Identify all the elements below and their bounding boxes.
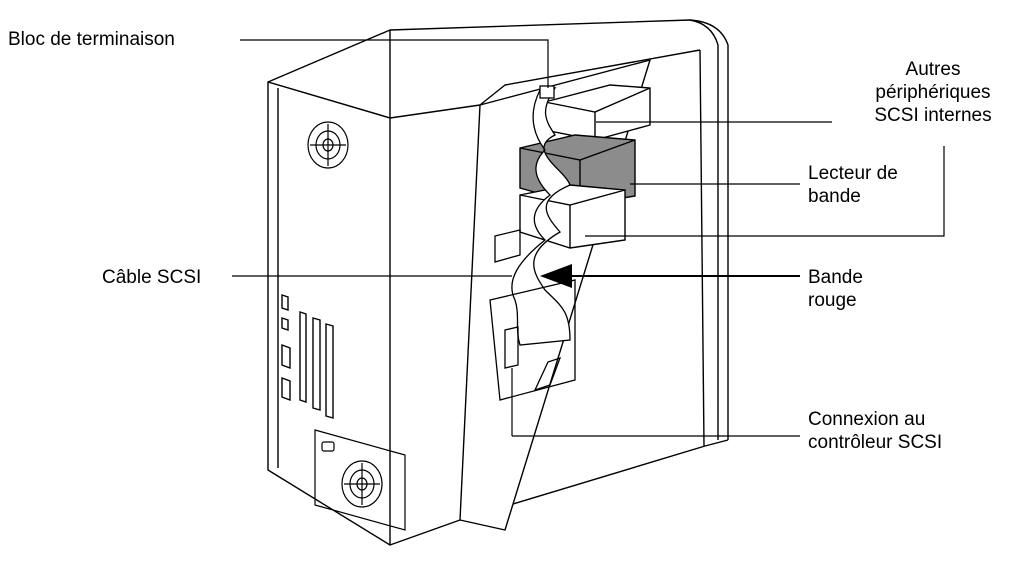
label-red-stripe-line-2: rouge [808, 290, 857, 311]
label-tape-drive-line-2: bande [808, 186, 861, 207]
label-other-devices: Autres périphériques SCSI internes [838, 58, 1026, 127]
label-controller-line-1: Connexion au [808, 409, 926, 430]
label-scsi-cable: Câble SCSI [102, 266, 201, 289]
scsi-ribbon-cable [511, 87, 571, 346]
internal-drive-top [544, 84, 651, 141]
leader-lines [232, 39, 945, 437]
label-controller-connection: Connexion au contrôleur SCSI [808, 408, 942, 454]
controller-board [489, 229, 576, 401]
label-other-devices-line-2: périphériques [875, 82, 991, 103]
label-other-devices-line-3: SCSI internes [874, 105, 992, 126]
label-scsi-cable-line: Câble SCSI [102, 267, 202, 288]
tower-case [267, 19, 729, 546]
label-terminator-line: Bloc de terminaison [8, 29, 175, 50]
terminator-block [539, 85, 555, 99]
label-tape-drive-line-1: Lecteur de [808, 163, 898, 184]
label-red-stripe-line-1: Bande [808, 267, 863, 288]
label-tape-drive: Lecteur de bande [808, 162, 898, 208]
power-supply-fan-icon [314, 429, 406, 531]
fan-icon [307, 121, 349, 169]
label-red-stripe: Bande rouge [808, 266, 863, 312]
red-stripe-arrow [540, 264, 800, 288]
label-controller-line-2: contrôleur SCSI [808, 432, 943, 453]
label-terminator: Bloc de terminaison [8, 28, 175, 51]
expansion-slots [281, 294, 334, 419]
label-other-devices-line-1: Autres [905, 59, 961, 80]
